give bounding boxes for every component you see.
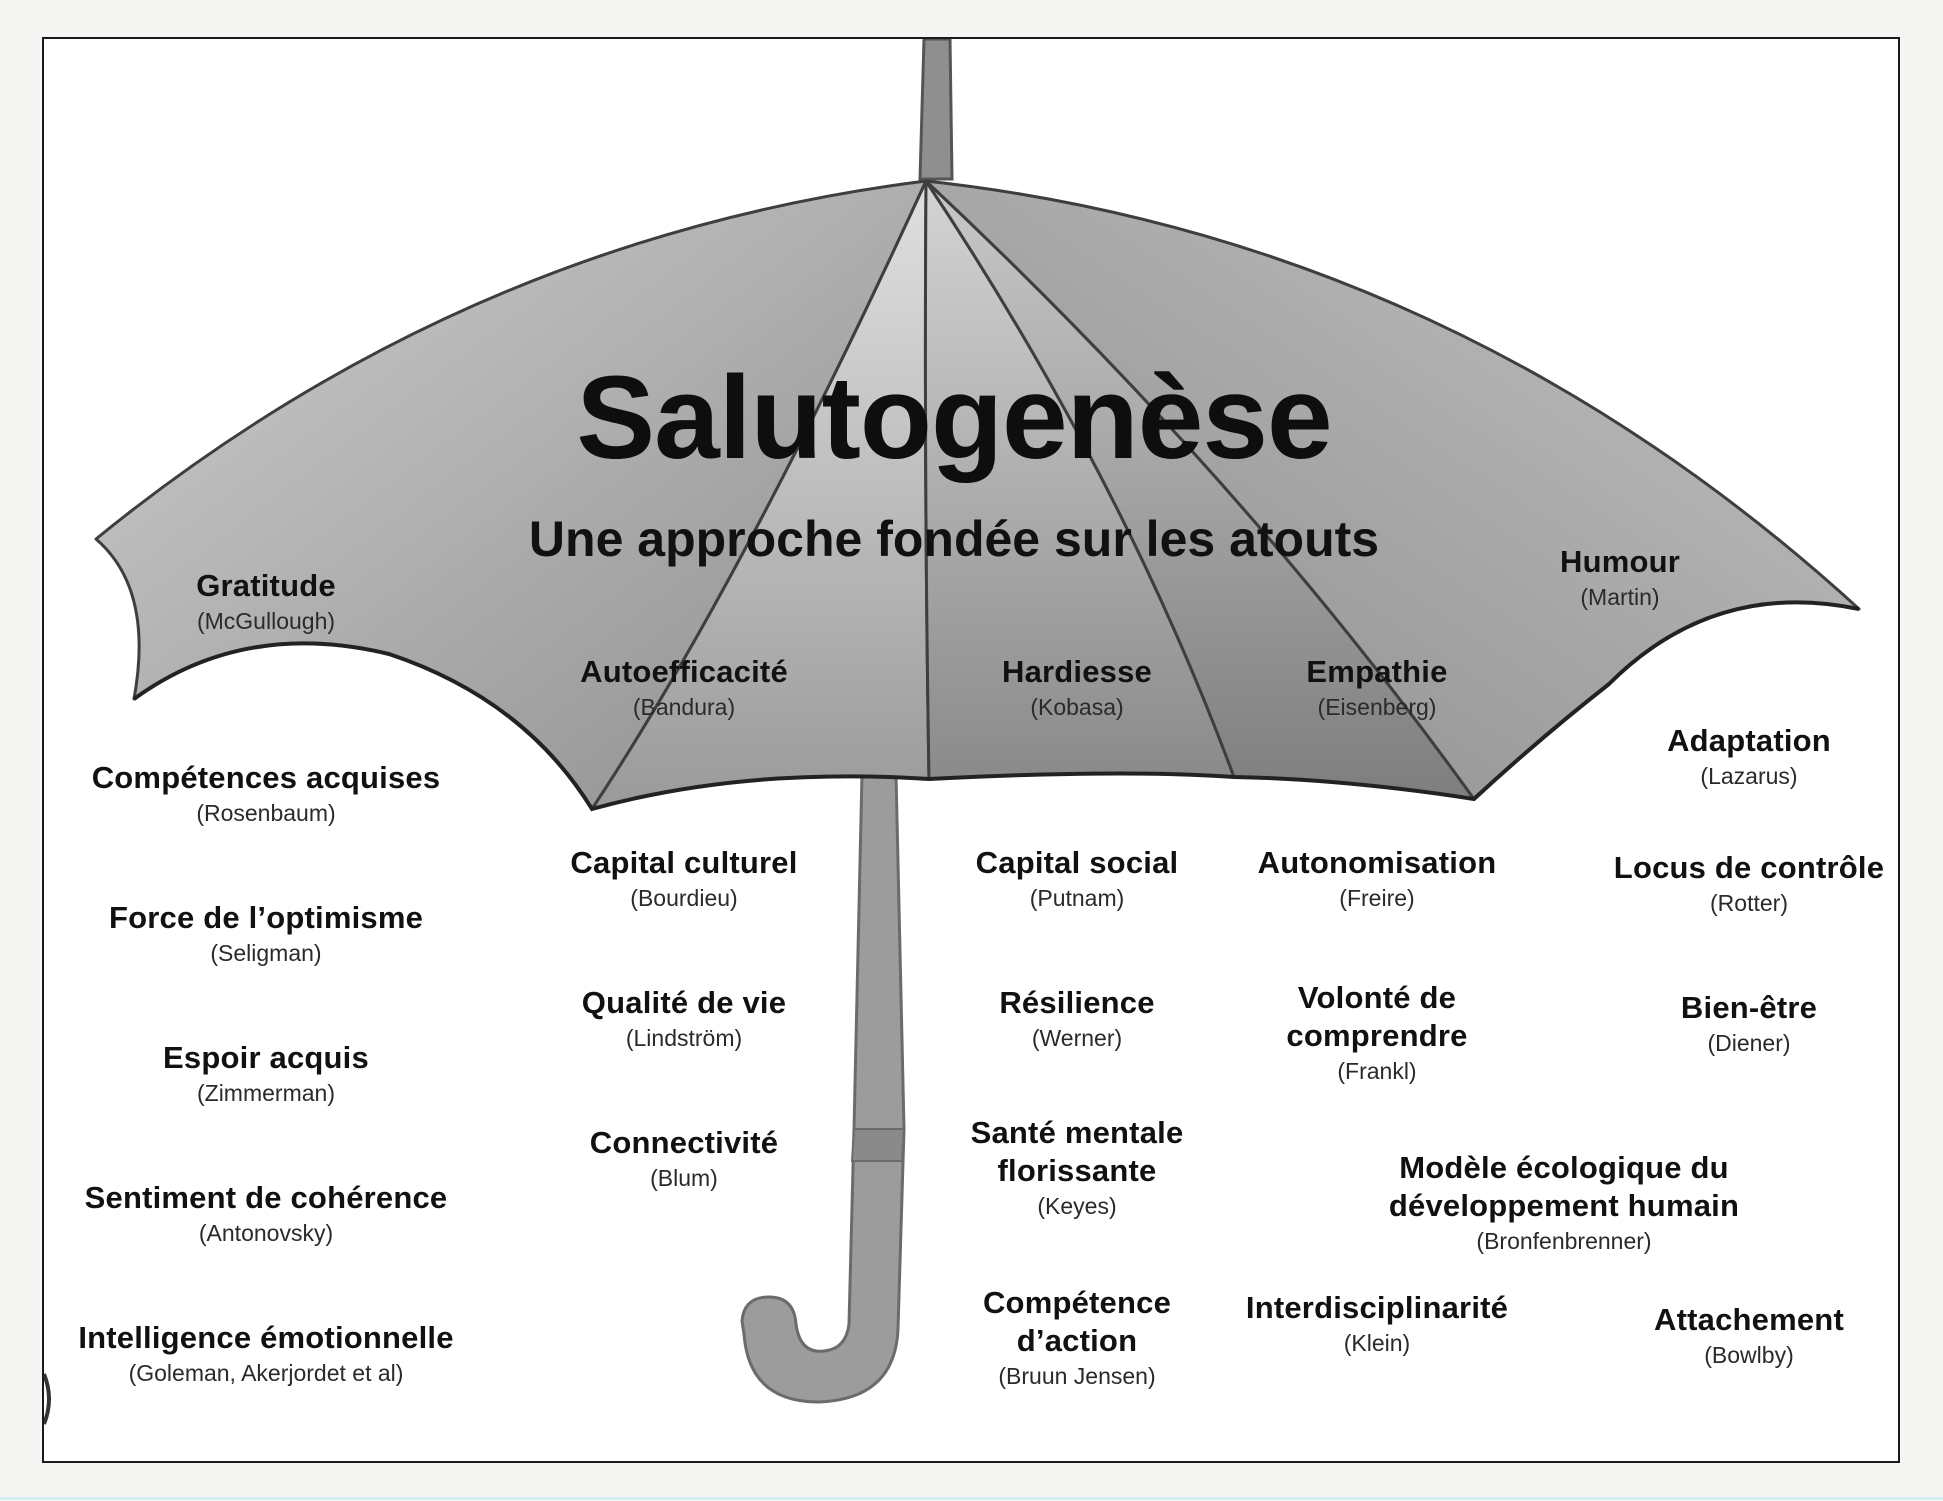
concept-interdisciplinarite: Interdisciplinarité (Klein): [1246, 1289, 1508, 1359]
canopy-rim: [132, 600, 1860, 812]
concept-author: (Diener): [1707, 1030, 1791, 1056]
concept-label: Gratitude: [196, 568, 336, 603]
diagram-subtitle: Une approche fondée sur les atouts: [528, 511, 1380, 567]
concept-label: Bien-être: [1680, 990, 1818, 1025]
concept-author: (Frankl): [1337, 1058, 1417, 1084]
concept-label: Autonomisation: [1257, 845, 1497, 880]
concept-sentiment-coherence: Sentiment de cohérence (Antonovsky): [85, 1179, 448, 1249]
concept-label: Volonté de comprendre: [1286, 980, 1468, 1053]
concept-label: Compétences acquises: [91, 760, 441, 795]
concept-competences-acquises: Compétences acquises (Rosenbaum): [92, 759, 441, 829]
diagram-title: Salutogenèse: [576, 352, 1332, 484]
concept-author: (Bourdieu): [630, 885, 738, 911]
umbrella-canopy: [94, 179, 1861, 811]
concept-author: (Rosenbaum): [196, 800, 336, 826]
umbrella-illustration: [44, 39, 1861, 1425]
concept-author: (Antonovsky): [198, 1220, 334, 1246]
concept-label: Connectivité: [589, 1125, 779, 1160]
concept-author: (Bowlby): [1704, 1342, 1794, 1368]
concept-autoefficacite: Autoefficacité (Bandura): [580, 653, 788, 723]
concept-author: (Werner): [1031, 1025, 1123, 1051]
concept-label: Force de l’optimisme: [108, 900, 424, 935]
concept-label: Autoefficacité: [580, 654, 788, 689]
concept-author: (Goleman, Akerjordet et al): [128, 1360, 404, 1386]
concept-label: Qualité de vie: [581, 985, 787, 1020]
concept-author: (Lazarus): [1700, 763, 1798, 789]
concept-force-optimisme: Force de l’optimisme (Seligman): [109, 899, 423, 969]
bottom-rule: [0, 1497, 1943, 1500]
concept-label: Capital social: [975, 845, 1179, 880]
concept-adaptation: Adaptation (Lazarus): [1667, 722, 1831, 792]
concept-modele-ecologique: Modèle écologique du développement humai…: [1354, 1149, 1774, 1257]
concept-label: Interdisciplinarité: [1245, 1290, 1509, 1325]
concept-author: (Bandura): [632, 694, 736, 720]
concept-empathie: Empathie (Eisenberg): [1306, 653, 1447, 723]
concept-capital-social: Capital social (Putnam): [976, 844, 1179, 914]
concept-author: (Bruun Jensen): [998, 1363, 1156, 1389]
concept-autonomisation: Autonomisation (Freire): [1258, 844, 1497, 914]
umbrella-handle: [740, 772, 906, 1404]
concept-label: Attachement: [1654, 1302, 1844, 1337]
concept-label: Humour: [1559, 544, 1681, 579]
concept-attachement: Attachement (Bowlby): [1654, 1301, 1844, 1371]
concept-author: (Lindström): [625, 1025, 743, 1051]
concept-qualite-vie: Qualité de vie (Lindström): [582, 984, 786, 1054]
concept-volonte-comprendre: Volonté de comprendre (Frankl): [1277, 979, 1477, 1087]
concept-resilience: Résilience (Werner): [999, 984, 1154, 1054]
concept-capital-culturel: Capital culturel (Bourdieu): [570, 844, 797, 914]
concept-author: (McGullough): [196, 608, 336, 634]
concept-intelligence-emotionnelle: Intelligence émotionnelle (Goleman, Aker…: [78, 1319, 453, 1389]
diagram-frame: Salutogenèse Une approche fondée sur les…: [42, 37, 1900, 1463]
concept-author: (Eisenberg): [1317, 694, 1437, 720]
concept-label: Sentiment de cohérence: [84, 1180, 448, 1215]
concept-author: (Martin): [1580, 584, 1660, 610]
concept-label: Espoir acquis: [163, 1040, 369, 1075]
concept-label: Hardiesse: [1001, 654, 1153, 689]
edge-mark: [44, 1373, 51, 1425]
concept-author: (Seligman): [210, 940, 322, 966]
concept-humour: Humour (Martin): [1560, 543, 1680, 613]
concept-connectivite: Connectivité (Blum): [590, 1124, 778, 1194]
concept-author: (Keyes): [1037, 1193, 1117, 1219]
concept-author: (Blum): [650, 1165, 718, 1191]
concept-sante-mentale: Santé mentale florissante (Keyes): [957, 1114, 1197, 1222]
concept-label: Compétence d’action: [982, 1285, 1172, 1358]
concept-author: (Bronfenbrenner): [1476, 1228, 1652, 1254]
concept-label: Modèle écologique du développement humai…: [1388, 1150, 1740, 1223]
concept-label: Capital culturel: [570, 845, 798, 880]
concept-hardiesse: Hardiesse (Kobasa): [1002, 653, 1152, 723]
concept-label: Intelligence émotionnelle: [78, 1320, 454, 1355]
concept-author: (Freire): [1339, 885, 1415, 911]
concept-author: (Zimmerman): [196, 1080, 335, 1106]
umbrella-tip: [918, 39, 954, 181]
concept-competence-action: Compétence d’action (Bruun Jensen): [972, 1284, 1182, 1392]
concept-author: (Klein): [1343, 1330, 1411, 1356]
concept-label: Empathie: [1306, 654, 1448, 689]
concept-author: (Putnam): [1029, 885, 1125, 911]
concept-label: Résilience: [999, 985, 1155, 1020]
concept-author: (Rotter): [1710, 890, 1788, 916]
concept-author: (Kobasa): [1030, 694, 1124, 720]
concept-locus-controle: Locus de contrôle (Rotter): [1614, 849, 1884, 919]
concept-gratitude: Gratitude (McGullough): [196, 567, 336, 637]
concept-label: Locus de contrôle: [1613, 850, 1885, 885]
concept-bien-etre: Bien-être (Diener): [1681, 989, 1817, 1059]
concept-label: Adaptation: [1667, 723, 1831, 758]
concept-label: Santé mentale florissante: [970, 1115, 1184, 1188]
concept-espoir-acquis: Espoir acquis (Zimmerman): [163, 1039, 369, 1109]
